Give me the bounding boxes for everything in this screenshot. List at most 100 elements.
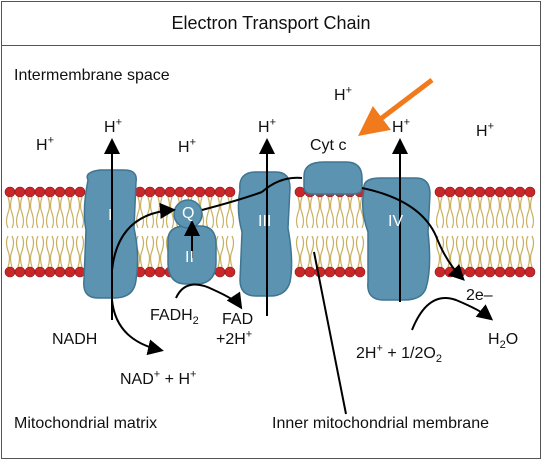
- lipid-tail: [465, 196, 471, 229]
- lipid-tail: [435, 196, 441, 229]
- lipid-tail: [495, 196, 501, 229]
- lipid-tail: [159, 235, 165, 268]
- lipid-tail: [205, 196, 211, 229]
- intermembrane-space-label: Intermembrane space: [14, 67, 170, 84]
- lipid-tail: [515, 235, 521, 268]
- lipid-head: [174, 186, 186, 198]
- lipid-head: [474, 266, 486, 278]
- complex-ii-label: II: [185, 249, 194, 266]
- lipid-tail: [445, 196, 451, 229]
- lipid-tail: [359, 235, 365, 268]
- lipid-tail: [439, 196, 445, 229]
- nadh-label: NADH: [52, 331, 98, 348]
- lipid-tail: [159, 196, 165, 229]
- electron-path-i-to-q: [111, 202, 176, 271]
- lipid-tail: [505, 196, 511, 229]
- lipid-tail: [59, 235, 65, 268]
- lipid-tail: [69, 196, 75, 229]
- fadh2-curve: [175, 283, 243, 310]
- lipid-head: [214, 186, 226, 198]
- nadh-curve: [111, 299, 164, 356]
- proton-label-iv: H+: [392, 116, 410, 136]
- lipid-tail: [525, 196, 531, 229]
- lipid-tail: [79, 235, 85, 268]
- lipid-tail: [339, 196, 345, 229]
- lipid-tail: [9, 235, 15, 268]
- lipid-head: [14, 266, 26, 278]
- lipid-head: [434, 186, 446, 198]
- lipid-tail: [295, 235, 301, 268]
- lipid-tail: [495, 235, 501, 268]
- lipid-head: [44, 186, 56, 198]
- lipid-head: [64, 186, 76, 198]
- lipid-tail: [139, 235, 145, 268]
- lipid-tail: [55, 235, 61, 268]
- lipid-tail: [355, 235, 361, 268]
- lipid-tail: [49, 196, 55, 229]
- lipid-tail: [489, 235, 495, 268]
- lipid-tail: [5, 235, 11, 268]
- lipid-head: [304, 266, 316, 278]
- lipid-tail: [339, 235, 345, 268]
- lipid-head: [154, 266, 166, 278]
- lipid-head: [514, 186, 526, 198]
- lipid-tail: [499, 235, 505, 268]
- complex-iv-shape: [361, 177, 431, 301]
- electron-path-q-to-iii: [201, 191, 263, 211]
- lipid-tail: [49, 235, 55, 268]
- lipid-tail: [315, 235, 321, 268]
- lipid-head: [184, 186, 196, 198]
- lipid-tail: [315, 196, 321, 229]
- lipid-tail: [505, 235, 511, 268]
- lipid-tail: [509, 196, 515, 229]
- lipid-tail: [169, 196, 175, 229]
- lipid-head: [334, 266, 346, 278]
- lipid-tail: [55, 196, 61, 229]
- lipid-head: [224, 186, 236, 198]
- lipid-tail: [229, 235, 235, 268]
- lipid-tail: [155, 235, 161, 268]
- lipid-tail: [309, 196, 315, 229]
- lipid-head: [504, 186, 516, 198]
- lipid-head: [194, 186, 206, 198]
- complex-i-shape: [83, 169, 139, 299]
- lipid-tail: [319, 196, 325, 229]
- lipid-tail: [15, 235, 21, 268]
- cyt-c-label: Cyt c: [310, 137, 347, 154]
- lipid-tail: [349, 196, 355, 229]
- lipid-tail: [359, 196, 365, 229]
- lipid-tail: [29, 235, 35, 268]
- lipid-tail: [335, 235, 341, 268]
- lipid-head: [474, 186, 486, 198]
- lipid-tail: [449, 196, 455, 229]
- lipid-head: [4, 266, 16, 278]
- lipid-head: [24, 186, 36, 198]
- lipid-tail: [39, 235, 45, 268]
- lipid-head: [494, 266, 506, 278]
- lipid-tail: [325, 235, 331, 268]
- lipid-head: [34, 186, 46, 198]
- lipid-head: [464, 266, 476, 278]
- protein-complexes: [83, 161, 431, 301]
- mitochondrial-matrix-label: Mitochondrial matrix: [14, 415, 158, 432]
- lipid-tail: [475, 235, 481, 268]
- lipid-tail: [139, 196, 145, 229]
- lipid-head: [324, 266, 336, 278]
- lipid-head: [354, 266, 366, 278]
- lipid-tail: [15, 196, 21, 229]
- lipid-head: [224, 266, 236, 278]
- lipid-head: [74, 186, 86, 198]
- lipid-tail: [295, 196, 301, 229]
- complex-iii-label: III: [258, 213, 272, 230]
- complex-iii-shape: [237, 171, 293, 297]
- lipid-tail: [215, 196, 221, 229]
- lipid-tail: [299, 235, 305, 268]
- cyt-c-pointer-arrow: [358, 78, 434, 137]
- lipid-tail: [459, 235, 465, 268]
- lipid-tail: [209, 196, 215, 229]
- lipid-tail: [455, 235, 461, 268]
- lipid-tail: [79, 196, 85, 229]
- lipid-tail: [469, 196, 475, 229]
- lipid-tail: [465, 235, 471, 268]
- lipid-head: [144, 266, 156, 278]
